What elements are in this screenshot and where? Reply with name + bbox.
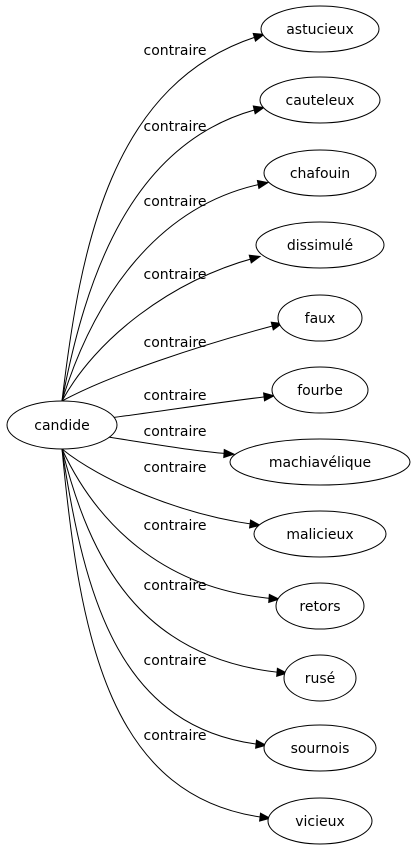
target-node-label: fourbe bbox=[297, 383, 343, 399]
edge-line bbox=[61, 448, 286, 674]
target-node[interactable]: retors bbox=[275, 582, 365, 630]
arrowhead-icon bbox=[259, 812, 272, 822]
edge: contraire bbox=[61, 448, 262, 529]
edge-line bbox=[61, 448, 278, 600]
edge-label: contraire bbox=[144, 267, 207, 283]
edge-line bbox=[109, 395, 273, 419]
edge: contraire bbox=[61, 448, 272, 822]
target-node-shape bbox=[263, 149, 377, 197]
edge-label: contraire bbox=[144, 119, 207, 135]
edge: contraire bbox=[61, 254, 262, 402]
arrowhead-icon bbox=[248, 519, 262, 529]
edge-label: contraire bbox=[144, 388, 207, 404]
arrowhead-icon bbox=[252, 32, 266, 42]
target-node-shape bbox=[253, 510, 387, 558]
arrowhead-icon bbox=[223, 448, 236, 459]
target-node-label: machiavélique bbox=[269, 455, 371, 471]
edge-line bbox=[61, 34, 263, 402]
source-node-label: candide bbox=[34, 418, 89, 434]
target-node-label: rusé bbox=[305, 671, 336, 687]
target-node[interactable]: rusé bbox=[283, 654, 357, 702]
edge-label: contraire bbox=[144, 194, 207, 210]
edge: contraire bbox=[61, 105, 266, 402]
target-node-label: vicieux bbox=[295, 814, 345, 830]
target-node[interactable]: faux bbox=[277, 294, 363, 342]
edge-line bbox=[61, 448, 265, 746]
edge: contraire bbox=[109, 388, 276, 419]
edge-label: contraire bbox=[144, 424, 207, 440]
target-node-shape bbox=[259, 76, 381, 124]
target-node-label: malicieux bbox=[286, 527, 353, 543]
target-node[interactable]: cauteleux bbox=[259, 76, 381, 124]
target-node[interactable]: chafouin bbox=[263, 149, 377, 197]
target-node-label: dissimulé bbox=[287, 238, 353, 254]
edge: contraire bbox=[61, 448, 281, 604]
edge-label: contraire bbox=[144, 43, 207, 59]
edges-layer: contraire contraire contraire contraire cont… bbox=[61, 32, 289, 822]
target-node[interactable]: sournois bbox=[263, 724, 377, 772]
edge-label: contraire bbox=[144, 653, 207, 669]
target-node[interactable]: dissimulé bbox=[255, 221, 385, 269]
arrowhead-icon bbox=[268, 593, 281, 604]
target-node[interactable]: machiavélique bbox=[229, 438, 411, 486]
edge-label: contraire bbox=[144, 335, 207, 351]
arrowhead-icon bbox=[276, 667, 289, 677]
edge-line bbox=[61, 182, 267, 402]
target-node-label: sournois bbox=[291, 741, 350, 757]
edge-line bbox=[61, 107, 263, 402]
edge-line bbox=[61, 323, 281, 402]
edge-line bbox=[107, 436, 233, 455]
arrowhead-icon bbox=[248, 254, 262, 264]
edge: contraire bbox=[107, 424, 236, 459]
edge-label: contraire bbox=[144, 460, 207, 476]
target-node-label: faux bbox=[305, 311, 336, 327]
edge: contraire bbox=[61, 448, 289, 677]
nodes-layer: candide astucieux cauteleux chafouin dissim… bbox=[6, 5, 411, 845]
target-node-shape bbox=[271, 366, 369, 414]
arrowhead-icon bbox=[252, 105, 266, 115]
edge: contraire bbox=[61, 179, 270, 402]
edge: contraire bbox=[61, 32, 266, 402]
target-node-shape bbox=[283, 654, 357, 702]
target-node-label: astucieux bbox=[286, 22, 354, 38]
target-node-shape bbox=[255, 221, 385, 269]
arrowhead-icon bbox=[255, 739, 268, 749]
source-node-shape bbox=[6, 400, 118, 450]
target-node-label: retors bbox=[299, 599, 340, 615]
target-node-shape bbox=[275, 582, 365, 630]
edge-label: contraire bbox=[144, 518, 207, 534]
target-node-shape bbox=[260, 5, 380, 53]
target-node[interactable]: vicieux bbox=[267, 797, 373, 845]
target-node-label: chafouin bbox=[290, 166, 350, 182]
edge-line bbox=[61, 256, 259, 402]
source-node[interactable]: candide bbox=[6, 400, 118, 450]
edge-line bbox=[61, 448, 259, 526]
target-node-shape bbox=[229, 438, 411, 486]
target-node[interactable]: fourbe bbox=[271, 366, 369, 414]
arrowhead-icon bbox=[256, 179, 270, 190]
edge: contraire bbox=[61, 448, 268, 749]
edge-line bbox=[61, 448, 269, 819]
edge-label: contraire bbox=[144, 728, 207, 744]
target-node-shape bbox=[263, 724, 377, 772]
target-node-shape bbox=[277, 294, 363, 342]
target-node[interactable]: malicieux bbox=[253, 510, 387, 558]
edge-label: contraire bbox=[144, 578, 207, 594]
target-node-shape bbox=[267, 797, 373, 845]
target-node[interactable]: astucieux bbox=[260, 5, 380, 53]
arrowhead-icon bbox=[263, 392, 276, 402]
target-node-label: cauteleux bbox=[286, 93, 355, 109]
